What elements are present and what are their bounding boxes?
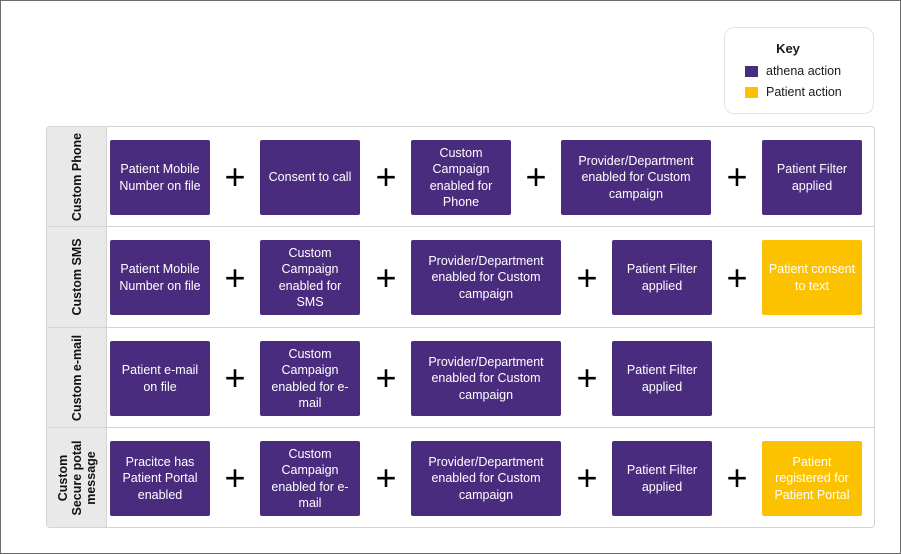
requirement-box: Consent to call — [260, 140, 360, 215]
plus-icon: + — [224, 257, 246, 298]
plus-icon: + — [576, 457, 598, 498]
requirement-box: Provider/Department enabled for Custom c… — [411, 441, 561, 516]
key-item-athena: athena action — [745, 64, 841, 78]
requirement-box: Custom Campaign enabled for SMS — [260, 240, 360, 315]
key-item-patient: Patient action — [745, 85, 842, 99]
row-custom-sms: Custom SMS Patient Mobile Number on file +… — [47, 227, 874, 328]
row-header: Custom Secure potal message — [47, 428, 107, 527]
plus-icon: + — [726, 156, 748, 197]
plus-icon: + — [375, 357, 397, 398]
row-label: Custom e-mail — [69, 334, 84, 421]
requirement-box: Custom Campaign enabled for e-mail — [260, 441, 360, 516]
plus-icon: + — [726, 257, 748, 298]
row-custom-secure-potal-message: Custom Secure potal message Pracitce has … — [47, 428, 874, 527]
requirement-box: Provider/Department enabled for Custom c… — [411, 341, 561, 416]
row-label: Custom Secure potal message — [55, 440, 98, 516]
requirement-box: Patient Filter applied — [612, 240, 712, 315]
requirement-box: Provider/Department enabled for Custom c… — [561, 140, 711, 215]
plus-icon: + — [375, 457, 397, 498]
plus-icon: + — [375, 257, 397, 298]
requirement-box: Patient consent to text — [762, 240, 862, 315]
plus-icon: + — [224, 357, 246, 398]
requirement-box: Patient Filter applied — [762, 140, 862, 215]
key-title: Key — [776, 41, 800, 56]
requirement-box: Patient e-mail on file — [110, 341, 210, 416]
requirement-box: Patient Filter applied — [612, 341, 712, 416]
plus-icon: + — [375, 156, 397, 197]
requirement-box: Patient Mobile Number on file — [110, 140, 210, 215]
requirement-box: Patient Mobile Number on file — [110, 240, 210, 315]
row-header: Custom SMS — [47, 227, 107, 327]
patient-swatch — [745, 86, 758, 98]
row-label: Custom SMS — [69, 238, 84, 316]
key-label-athena: athena action — [766, 64, 842, 78]
row-label: Custom Phone — [69, 132, 84, 221]
key-label-patient: Patient action — [766, 85, 842, 99]
plus-icon: + — [224, 156, 246, 197]
row-custom-e-mail: Custom e-mail Patient e-mail on file + Cust… — [47, 328, 874, 428]
row-header: Custom e-mail — [47, 328, 107, 427]
requirement-box: Custom Campaign enabled for e-mail — [260, 341, 360, 416]
requirement-box: Patient registered for Patient Portal — [762, 441, 862, 516]
plus-icon: + — [576, 357, 598, 398]
requirement-box: Patient Filter applied — [612, 441, 712, 516]
athena-swatch — [745, 65, 758, 77]
plus-icon: + — [224, 457, 246, 498]
requirement-box: Pracitce has Patient Portal enabled — [110, 441, 210, 516]
row-custom-phone: Custom Phone Patient Mobile Number on fil… — [47, 127, 874, 227]
row-header: Custom Phone — [47, 127, 107, 226]
requirement-box: Provider/Department enabled for Custom c… — [411, 240, 561, 315]
requirement-box: Custom Campaign enabled for Phone — [411, 140, 511, 215]
key-legend: Key athena action Patient action — [724, 27, 874, 114]
plus-icon: + — [726, 457, 748, 498]
plus-icon: + — [525, 156, 547, 197]
plus-icon: + — [576, 257, 598, 298]
